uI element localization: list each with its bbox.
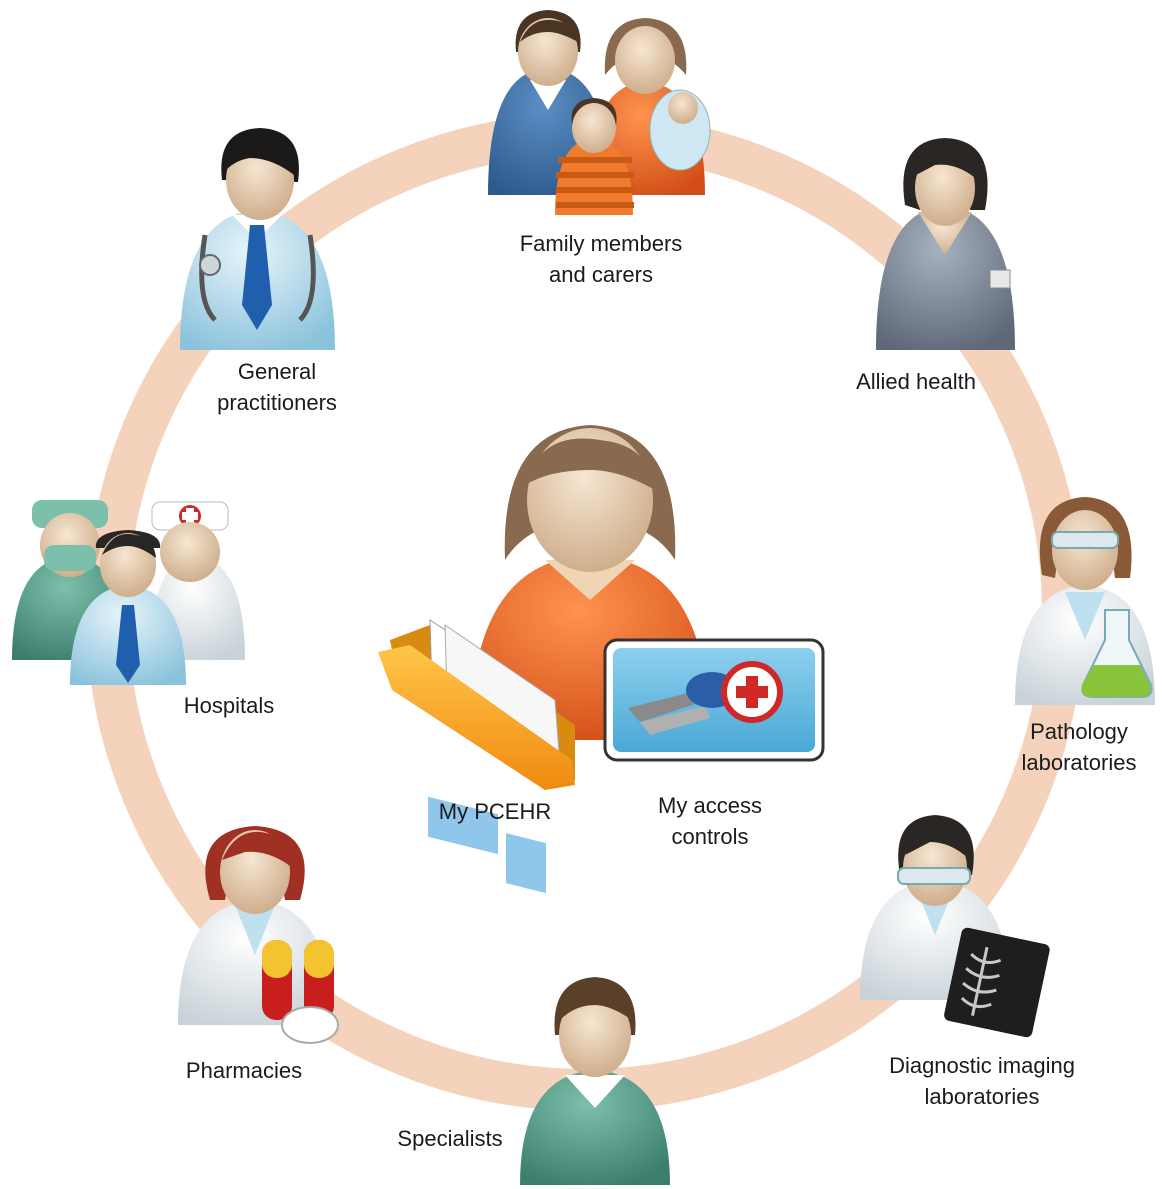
family-label: Family members and carers [519,231,683,287]
pharmacist-icon [178,826,339,1044]
pathology-icon [1015,497,1155,705]
allied-health-label: Allied health [856,369,976,394]
hospital-staff-icon [12,500,245,685]
gp-label: General practitioners [217,359,337,415]
xray-icon [860,815,1050,1038]
specialists-label: Specialists [397,1126,503,1151]
pcehr-folder-icon [378,619,575,894]
allied-health-icon [876,138,1015,350]
my-pcehr-label: My PCEHR [438,799,552,824]
family-icon [488,10,711,215]
access-controls-label: My access controls [658,793,762,849]
access-keys-icon [603,638,825,762]
diagnostic-imaging-label: Diagnostic imaging laboratories [889,1053,1075,1109]
hospitals-label: Hospitals [183,693,275,718]
pathology-label: Pathology laboratories [1021,719,1137,775]
specialist-icon [520,977,670,1185]
pharmacies-label: Pharmacies [185,1058,303,1083]
doctor-icon [180,128,335,350]
